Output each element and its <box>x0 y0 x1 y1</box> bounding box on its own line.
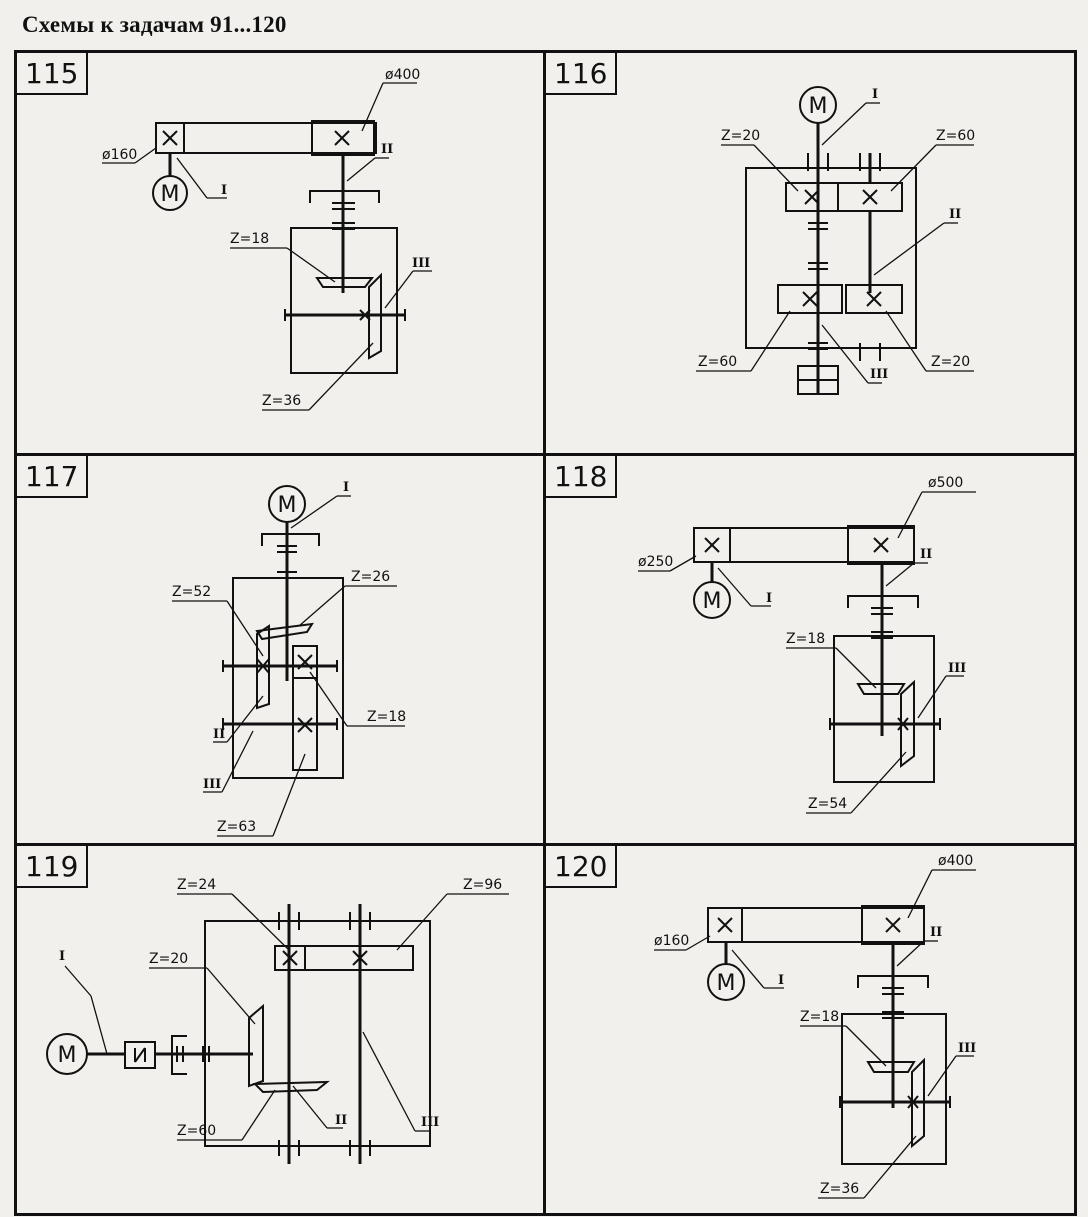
label-z-bevel-small: Z=26 <box>351 569 390 585</box>
housing <box>833 635 935 783</box>
label-z-bevel-big: Z=60 <box>177 1123 216 1139</box>
label-pulley-big: ø500 <box>928 475 963 491</box>
scheme-number: 116 <box>546 53 618 95</box>
motor-120 <box>707 963 745 1001</box>
label-shaft-3: III <box>203 777 221 792</box>
label-shaft-3: III <box>870 367 888 382</box>
schemes-grid: M ø400 ø160 I II <box>14 50 1077 1216</box>
label-z-a: Z=20 <box>721 128 760 144</box>
label-z-spur-big: Z=63 <box>217 819 256 835</box>
label-z-bevel-small: Z=20 <box>149 951 188 967</box>
label-shaft-1: I <box>343 480 349 495</box>
scheme-117-drawing: M I Z=52 Z=26 Z <box>172 480 406 837</box>
label-shaft-2: II <box>930 925 942 940</box>
label-shaft-2: II <box>213 727 225 742</box>
label-z-spur-small: Z=24 <box>177 877 216 893</box>
scheme-116: M I <box>546 53 1077 456</box>
scheme-number: 120 <box>546 846 618 888</box>
scheme-118-drawing: M ø500 ø250 I II Z=18 III Z=54 <box>638 475 976 814</box>
scheme-number: 117 <box>17 456 89 498</box>
motor-115 <box>152 175 188 211</box>
label-z-wheel: Z=54 <box>808 796 847 812</box>
label-z-wheel: Z=36 <box>820 1181 859 1197</box>
label-z-pinion: Z=18 <box>786 631 825 647</box>
motor-label: M <box>809 94 828 119</box>
label-pulley-small: ø160 <box>102 147 137 163</box>
label-z-bevel-big: Z=52 <box>172 584 211 600</box>
label-shaft-1: I <box>872 87 878 102</box>
motor-label: M <box>278 493 297 518</box>
label-pulley-big: ø400 <box>938 853 973 869</box>
scheme-115: M ø400 ø160 I II <box>17 53 546 456</box>
label-shaft-2: II <box>381 142 393 157</box>
scheme-115-drawing: M ø400 ø160 I II <box>102 67 432 411</box>
label-shaft-1: I <box>59 949 65 964</box>
motor-label: M <box>717 971 736 996</box>
page-title: Схемы к задачам 91...120 <box>22 12 287 37</box>
label-shaft-2: II <box>335 1113 347 1128</box>
label-shaft-1: I <box>778 973 784 988</box>
label-z-d: Z=20 <box>931 354 970 370</box>
scheme-117: M I Z=52 Z=26 Z <box>17 456 546 846</box>
housing <box>841 1013 947 1165</box>
scheme-120: M ø400 ø160 I II Z=18 III Z=36 <box>546 846 1077 1216</box>
label-shaft-2: II <box>920 547 932 562</box>
label-z-spur-big: Z=96 <box>463 877 502 893</box>
label-shaft-1: I <box>766 591 772 606</box>
scheme-120-drawing: M ø400 ø160 I II Z=18 III Z=36 <box>654 853 976 1199</box>
scheme-number: 115 <box>17 53 89 95</box>
label-shaft-2: II <box>949 207 961 222</box>
scheme-number: 118 <box>546 456 618 498</box>
label-z-spur-small: Z=18 <box>367 709 406 725</box>
scheme-118: M ø500 ø250 I II Z=18 III Z=54 <box>546 456 1077 846</box>
motor-label: M <box>58 1043 77 1068</box>
label-z-pinion: Z=18 <box>800 1009 839 1025</box>
label-z-pinion: Z=18 <box>230 231 269 247</box>
label-z-c: Z=60 <box>698 354 737 370</box>
scheme-119-drawing: M I Z= <box>46 877 509 1164</box>
label-shaft-1: I <box>221 183 227 198</box>
scheme-116-drawing: M I <box>696 86 975 395</box>
motor-label: M <box>703 589 722 614</box>
label-shaft-3: III <box>958 1041 976 1056</box>
label-pulley-small: ø160 <box>654 933 689 949</box>
label-shaft-3: III <box>948 661 966 676</box>
motor-label: M <box>161 182 180 207</box>
label-pulley-small: ø250 <box>638 554 673 570</box>
label-pulley-big: ø400 <box>385 67 420 83</box>
label-shaft-3: III <box>421 1115 439 1130</box>
motor-118 <box>693 581 731 619</box>
scheme-number: 119 <box>17 846 89 888</box>
housing <box>745 167 917 349</box>
label-z-wheel: Z=36 <box>262 393 301 409</box>
label-z-b: Z=60 <box>936 128 975 144</box>
label-shaft-3: III <box>412 256 430 271</box>
housing <box>204 920 431 1147</box>
scheme-119: M I Z= <box>17 846 546 1216</box>
